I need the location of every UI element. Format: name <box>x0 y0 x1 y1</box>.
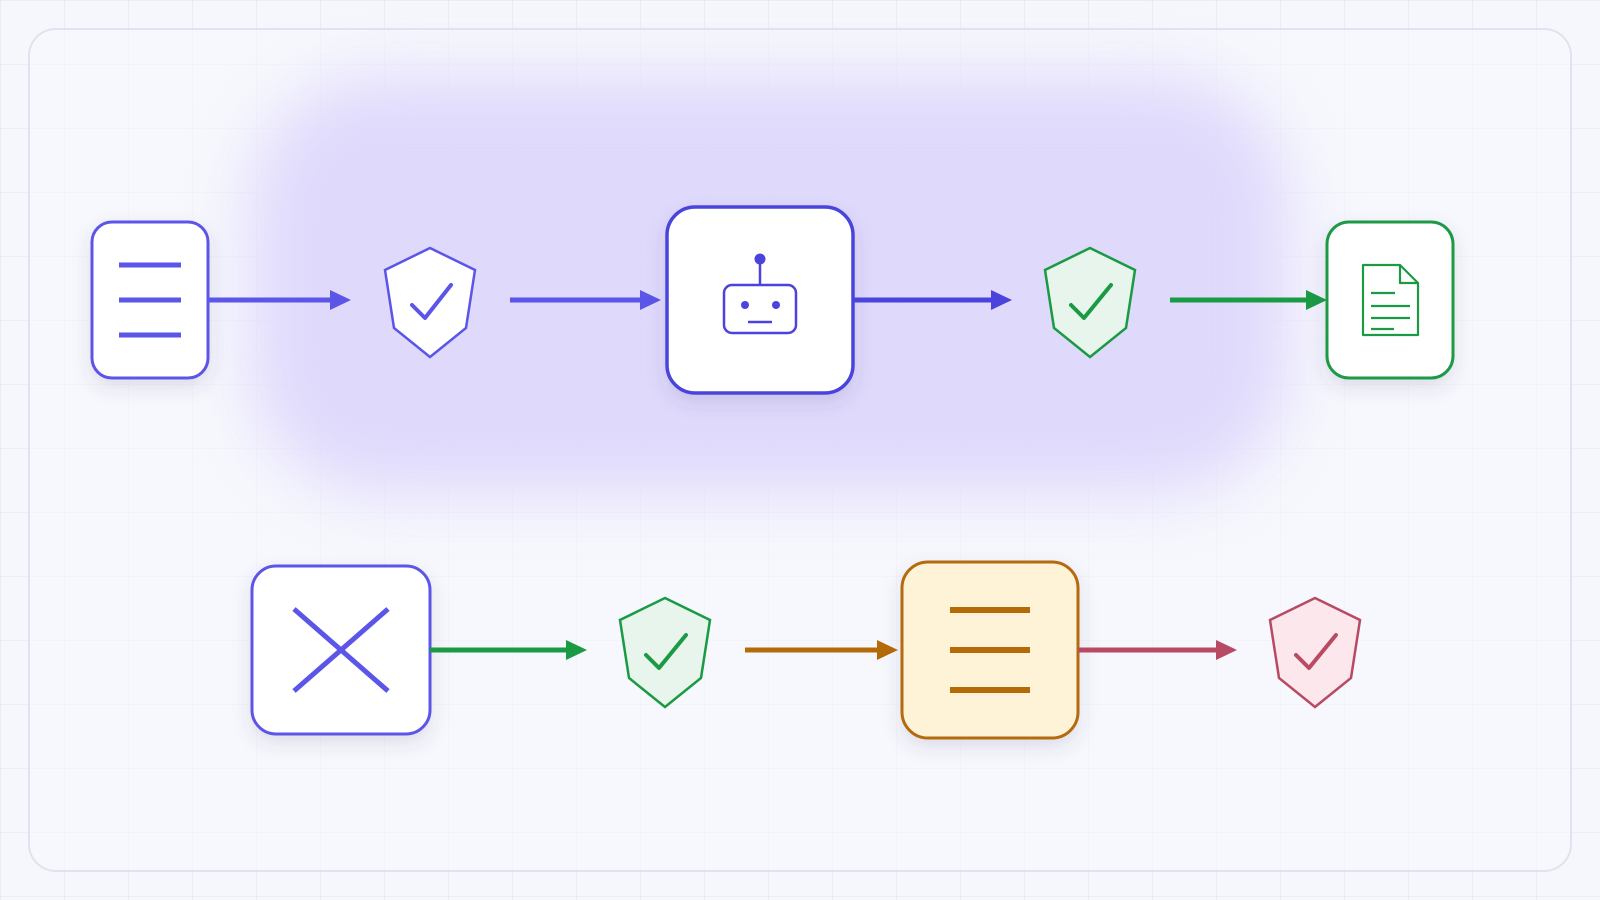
node-robot[interactable] <box>665 205 855 395</box>
arrow-robot-to-shield <box>853 290 1012 310</box>
arrow-list-to-shield <box>208 290 351 310</box>
list-icon <box>119 262 181 338</box>
shield-check-green[interactable] <box>1043 246 1137 359</box>
check-icon <box>1069 283 1113 320</box>
arrow-shield-to-robot <box>510 290 661 310</box>
arrow-shield-to-list <box>745 640 898 660</box>
check-icon <box>644 633 688 670</box>
secondary-pipeline <box>250 560 1362 740</box>
node-list-amber[interactable] <box>900 560 1080 740</box>
node-document[interactable] <box>1325 220 1455 380</box>
shield-check-indigo[interactable] <box>383 246 477 359</box>
robot-icon <box>722 262 798 335</box>
arrow-list-to-shield-rose <box>1078 640 1237 660</box>
check-icon <box>410 283 453 320</box>
shield-check-green-2[interactable] <box>618 596 712 709</box>
check-icon <box>1294 633 1338 670</box>
arrow-close-to-shield <box>430 640 587 660</box>
primary-pipeline <box>90 205 1455 395</box>
document-icon <box>1361 263 1420 337</box>
arrow-shield-to-document <box>1170 290 1327 310</box>
node-list[interactable] <box>90 220 210 380</box>
shield-check-rose[interactable] <box>1268 596 1362 709</box>
list-icon <box>950 607 1030 693</box>
node-close[interactable] <box>250 564 432 736</box>
close-icon <box>292 607 390 693</box>
